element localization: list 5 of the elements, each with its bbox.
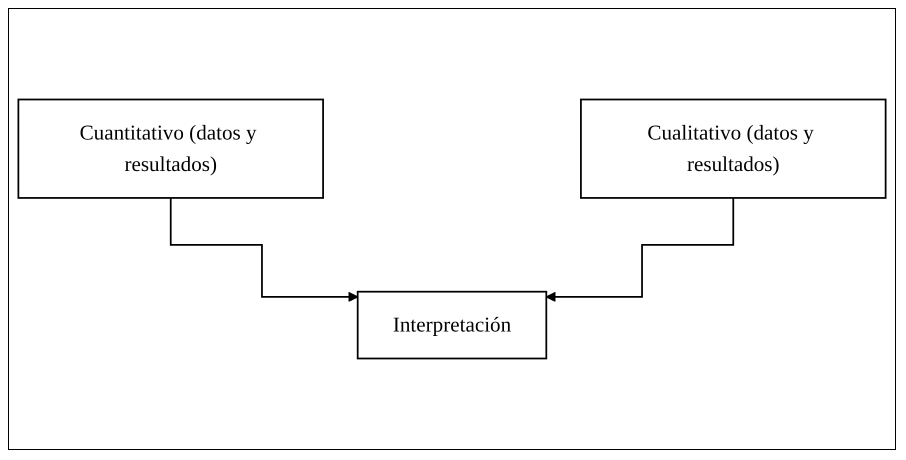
process-box: Interpretación [356,290,548,360]
arrow [546,197,734,302]
arrow [170,197,358,302]
process-box: Cualitativo (datos y resultados) [580,98,886,199]
process-box: Cuantitativo (datos y resultados) [18,98,324,199]
